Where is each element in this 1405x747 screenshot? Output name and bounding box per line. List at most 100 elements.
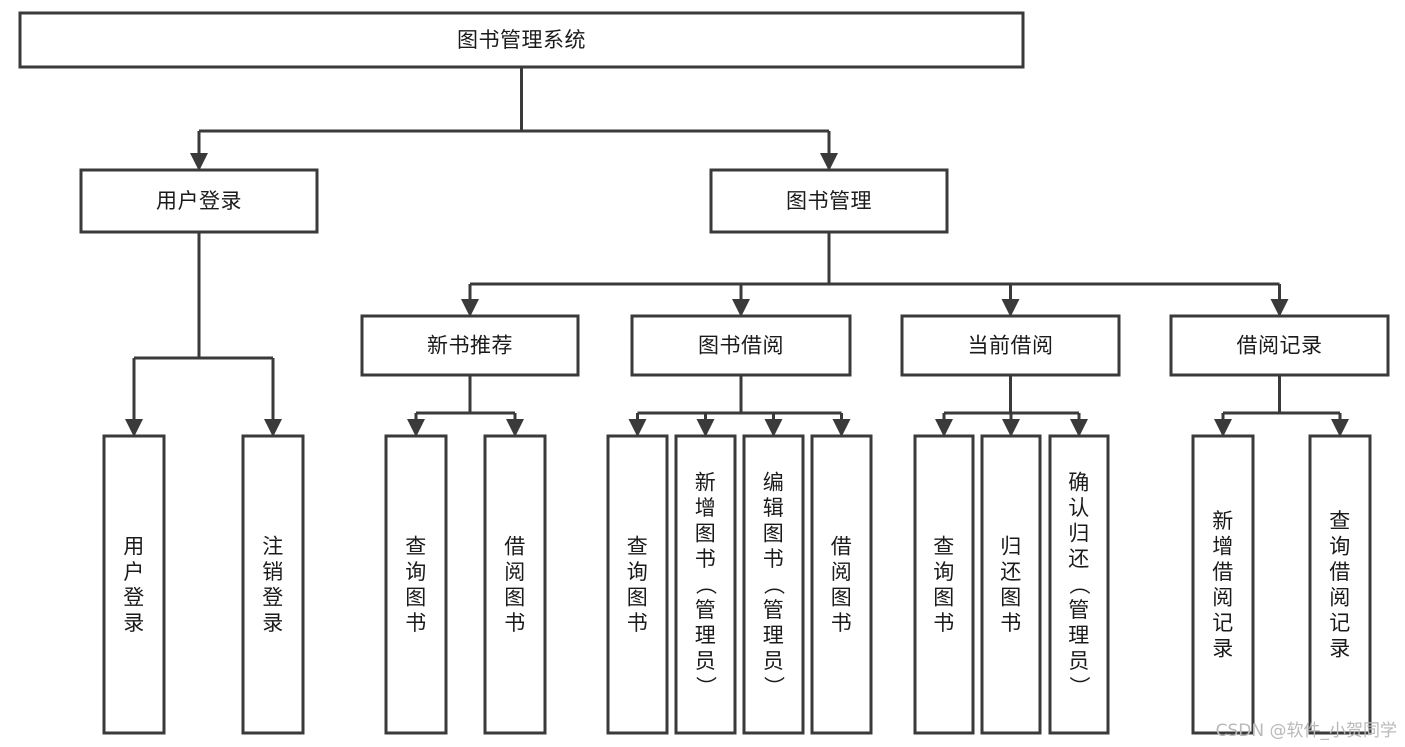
- node-root[interactable]: 图书管理系统: [18, 11, 1025, 69]
- arrow-head-icon: [264, 419, 282, 437]
- node-label-char: 管: [1068, 598, 1090, 622]
- node-book-borrow[interactable]: 图书借阅: [630, 314, 852, 377]
- node-box: [913, 434, 975, 735]
- node-current-borrow[interactable]: 当前借阅: [900, 314, 1121, 377]
- node-label-char: 阅: [831, 560, 853, 584]
- arrow-head-icon: [1002, 419, 1020, 437]
- node-label-char: 图: [405, 585, 427, 609]
- node-label-char: 询: [933, 560, 955, 584]
- arrow-head-icon: [1331, 419, 1349, 437]
- arrow-head-icon: [1070, 419, 1088, 437]
- node-box: [1048, 434, 1110, 735]
- node-label-char: 登: [123, 585, 145, 609]
- node-label-char: 用: [123, 534, 145, 558]
- arrow-head-icon: [407, 419, 425, 437]
- node-label-char: 阅: [1329, 585, 1351, 609]
- arrow-head-icon: [628, 419, 647, 437]
- node-label: 借阅记录: [1237, 334, 1323, 358]
- edge-group-borrow-record: [1214, 375, 1349, 437]
- arrow-head-icon: [820, 153, 838, 171]
- node-label-char: 新: [1212, 509, 1234, 533]
- node-label: 图书管理系统: [457, 28, 586, 52]
- edge-group-new-book-rec: [407, 375, 524, 437]
- node-label-char: 录: [1329, 636, 1351, 660]
- node-label-char: 图: [504, 585, 526, 609]
- node-book-manage[interactable]: 图书管理: [709, 168, 949, 234]
- node-label-char: 图: [1000, 585, 1022, 609]
- node-box: [810, 434, 873, 735]
- node-user-login[interactable]: 用户登录: [79, 168, 319, 234]
- node-box: [360, 314, 580, 377]
- node-box: [900, 314, 1121, 377]
- node-box: [1191, 434, 1255, 735]
- node-label-char: 管: [695, 598, 717, 622]
- node-label-char: 询: [1329, 534, 1351, 558]
- node-label-char: 记: [1212, 611, 1234, 635]
- node-label-char: 员: [695, 649, 717, 673]
- arrow-head-icon: [935, 419, 953, 437]
- node-label-char: 图: [933, 585, 955, 609]
- node-label-char: 查: [405, 534, 427, 558]
- node-label-char: 书: [627, 611, 649, 635]
- node-label-char: 登: [262, 585, 284, 609]
- node-box: [606, 434, 669, 735]
- edge-group-root: [190, 67, 838, 171]
- node-borrow-record[interactable]: 借阅记录: [1169, 314, 1390, 377]
- node-label-char: 录: [123, 611, 145, 635]
- node-box: [79, 168, 319, 234]
- node-label-char: 借: [504, 534, 526, 558]
- node-label: 当前借阅: [968, 334, 1054, 358]
- arrow-head-icon: [1001, 299, 1020, 317]
- edge-group-user-login: [125, 232, 282, 437]
- node-label-char: 图: [627, 585, 649, 609]
- arrow-head-icon: [764, 419, 783, 437]
- node-new-book-rec[interactable]: 新书推荐: [360, 314, 580, 377]
- node-label-char: 书: [1000, 611, 1022, 635]
- arrow-head-icon: [461, 299, 479, 317]
- node-label: 图书借阅: [698, 334, 784, 358]
- edge-group-current-borrow: [935, 375, 1088, 437]
- node-box: [241, 434, 305, 735]
- edges-layer: [125, 67, 1349, 437]
- node-box: [630, 314, 852, 377]
- node-label-char: ）: [762, 676, 786, 698]
- node-label-char: 录: [262, 611, 284, 635]
- node-box: [980, 434, 1042, 735]
- node-label-char: 询: [627, 560, 649, 584]
- watermark-label: CSDN @软件_小贺同学: [1215, 721, 1397, 741]
- node-leaf-user-login[interactable]: 用户登录: [102, 434, 166, 735]
- node-label-char: 还: [1068, 547, 1090, 571]
- nodes-layer: 图书管理系统用户登录图书管理新书推荐图书借阅当前借阅借阅记录用户登录注销登录查询…: [18, 11, 1390, 735]
- node-label-char: 确: [1068, 471, 1090, 495]
- node-label-char: ）: [1067, 676, 1091, 698]
- node-label-char: 图: [695, 522, 717, 546]
- node-label-char: 理: [695, 624, 717, 648]
- node-label-char: 员: [763, 649, 785, 673]
- node-label-char: 书: [763, 547, 785, 571]
- node-label-char: 查: [1329, 509, 1351, 533]
- node-label-char: 查: [627, 534, 649, 558]
- node-label-char: 理: [1068, 624, 1090, 648]
- node-label-char: 阅: [1212, 585, 1234, 609]
- node-box: [384, 434, 448, 735]
- node-label-char: 查: [933, 534, 955, 558]
- node-label-char: 借: [1329, 560, 1351, 584]
- node-label-char: 书: [695, 547, 717, 571]
- arrow-head-icon: [506, 419, 524, 437]
- node-label-char: 理: [763, 624, 785, 648]
- node-label-char: 注: [262, 534, 284, 558]
- node-box: [674, 434, 737, 735]
